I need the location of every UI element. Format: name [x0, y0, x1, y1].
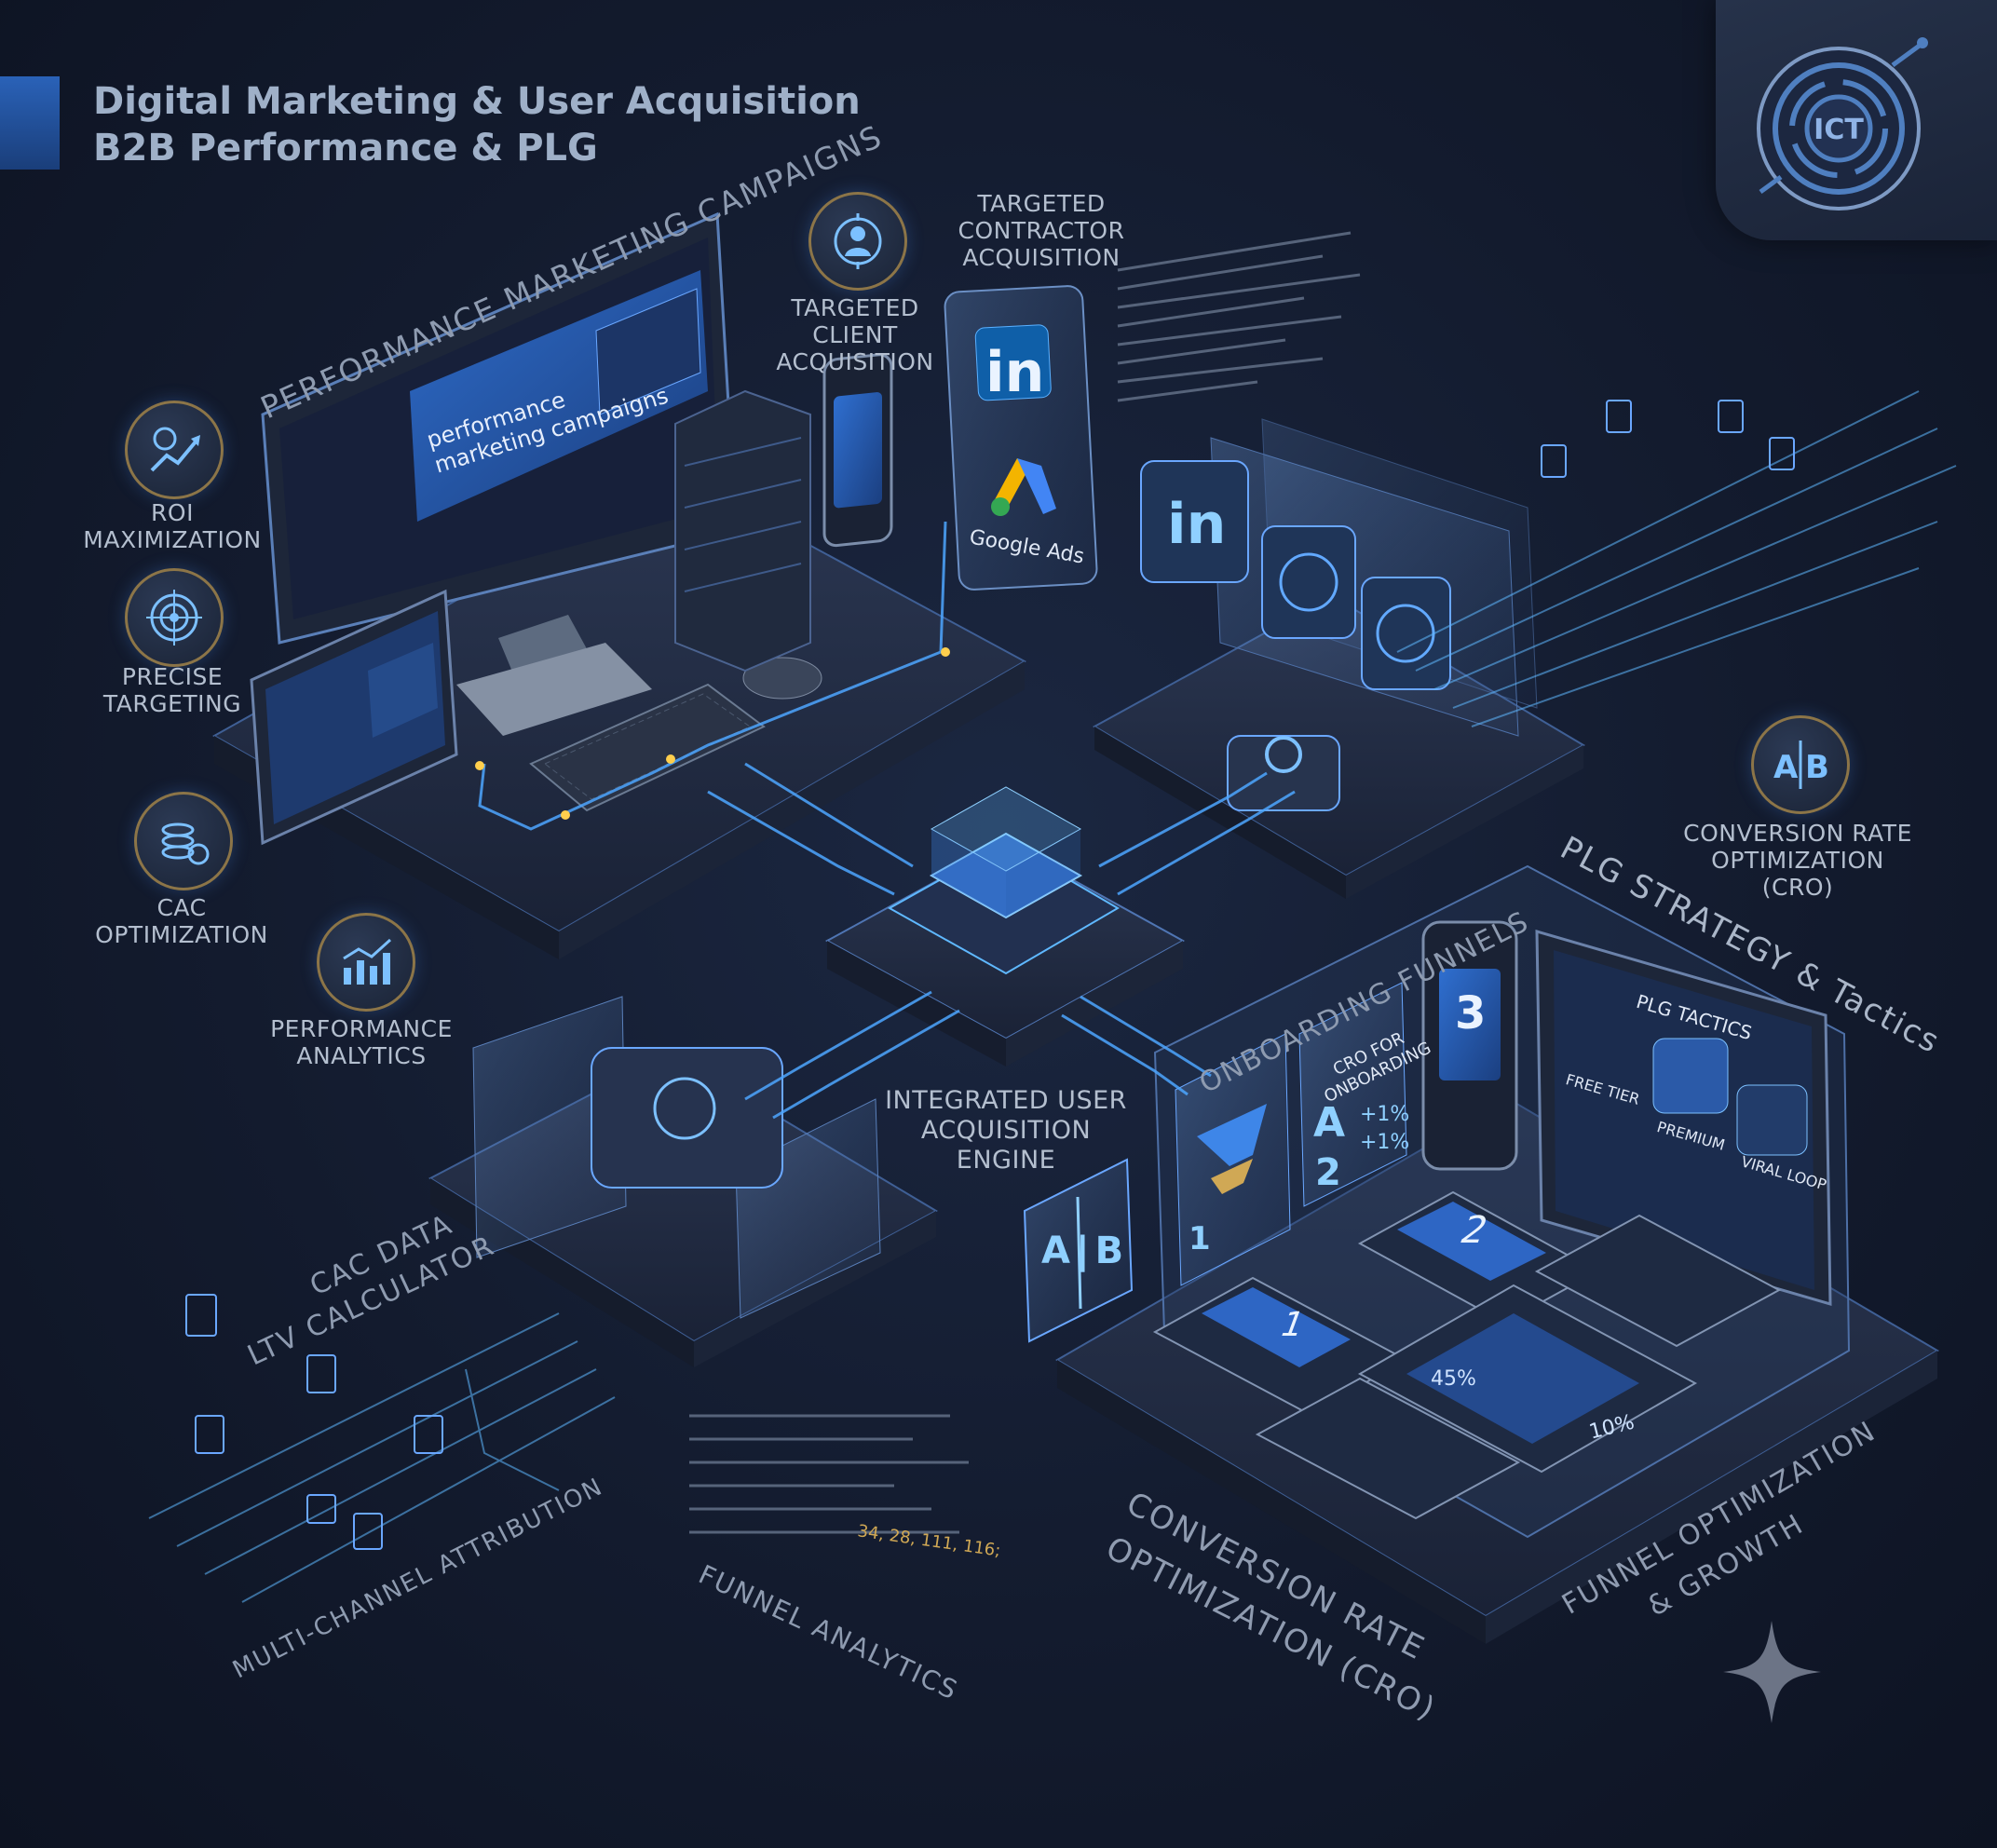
- keyboard-device: [529, 657, 822, 812]
- ict-logo-icon: ICT: [1757, 37, 1928, 211]
- ab-card-label: A|B: [1041, 1230, 1130, 1272]
- title-accent-bar: [0, 76, 60, 170]
- logo-text: ICT: [1814, 114, 1864, 146]
- data-connectors: [478, 521, 1296, 1120]
- analytics-label: PERFORMANCE ANALYTICS: [270, 1015, 453, 1069]
- svg-text:B: B: [1805, 749, 1829, 786]
- cro-step-2-glyph: 2: [1315, 1151, 1341, 1194]
- server-rack: [674, 389, 811, 673]
- cro-plus-1-a: +1%: [1360, 1103, 1410, 1126]
- sparkle-icon: [1723, 1621, 1821, 1723]
- roi-label: ROI MAXIMIZATION: [83, 499, 262, 553]
- cro-right-label: CONVERSION RATE OPTIMIZATION (CRO): [1683, 820, 1912, 901]
- targeting-platform: [1092, 418, 1586, 899]
- title-line-2: B2B Performance & PLG: [93, 127, 598, 170]
- monitor-device: [261, 211, 738, 736]
- cro-a-glyph: A: [1313, 1099, 1346, 1147]
- title-line-1: Digital Marketing & User Acquisition: [93, 80, 861, 123]
- page-title: Digital Marketing & User Acquisition B2B…: [93, 78, 861, 171]
- ict-logo-panel: ICT: [1716, 0, 1997, 240]
- connector-nodes: [475, 647, 950, 820]
- roi-chart-icon: [125, 401, 224, 499]
- phone-step-3: 3: [1455, 987, 1487, 1040]
- ads-linkedin-logo: in: [985, 340, 1045, 405]
- cro-plus-1-b: +1%: [1360, 1131, 1410, 1154]
- cac-label: CAC OPTIMIZATION: [95, 894, 268, 948]
- funnel-step-1: 1: [1189, 1220, 1211, 1257]
- bar-chart-icon: [317, 913, 415, 1012]
- stream-lines: [148, 390, 1957, 1603]
- engine-label: INTEGRATED USER ACQUISITION ENGINE: [885, 1086, 1127, 1175]
- coins-icon: [134, 792, 233, 890]
- targeting-linkedin-logo: in: [1167, 492, 1227, 557]
- client-acquisition-label: TARGETED CLIENT ACQUISITION: [776, 294, 934, 375]
- svg-text:A: A: [1773, 749, 1799, 786]
- data-platform: [428, 996, 939, 1367]
- phone-device: [822, 353, 893, 548]
- targeting-label: PRECISE TARGETING: [102, 663, 242, 717]
- stat-45: 45%: [1431, 1367, 1476, 1391]
- ads-card: [944, 285, 1098, 591]
- plg-platform: [1023, 864, 1939, 1644]
- document-icons: [185, 400, 1795, 1550]
- target-icon: [125, 568, 224, 667]
- tablet-device: [250, 589, 458, 846]
- client-target-icon: [808, 192, 907, 291]
- code-decoration: [689, 231, 1361, 1534]
- contractor-acquisition-label: TARGETED CONTRACTOR ACQUISITION: [958, 190, 1125, 271]
